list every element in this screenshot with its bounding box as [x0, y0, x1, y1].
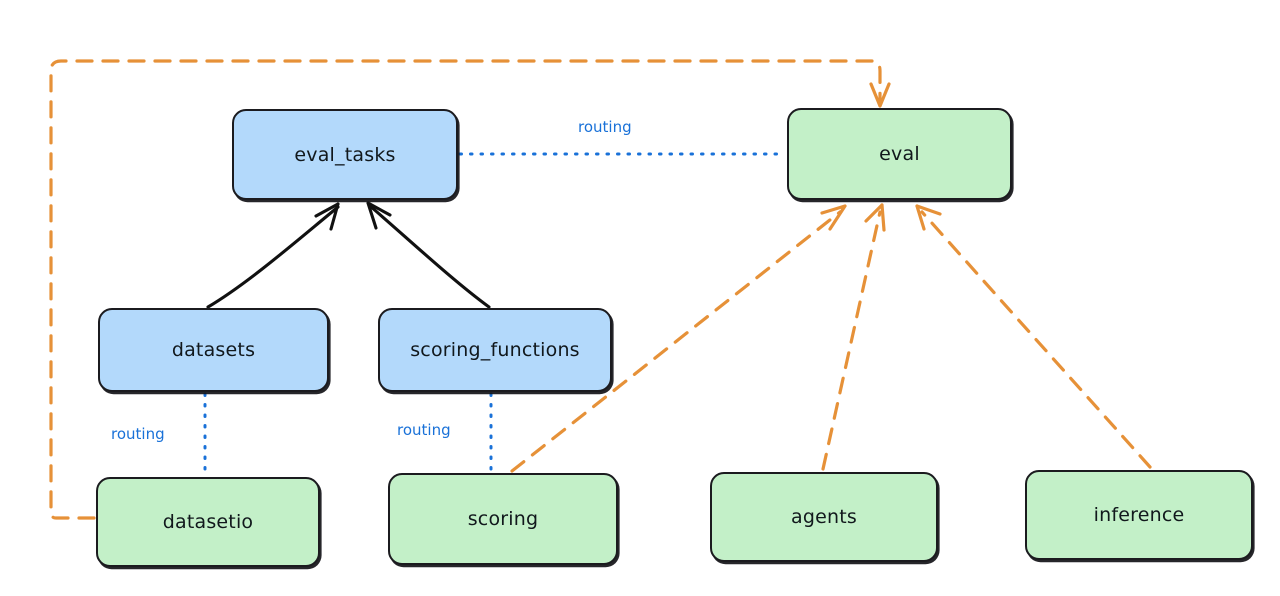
node-eval[interactable]: eval: [787, 108, 1012, 200]
edge-label-routing-scoring-functions-scoring: routing: [397, 421, 451, 439]
node-label: scoring_functions: [410, 339, 580, 361]
node-agents[interactable]: agents: [710, 472, 938, 562]
node-label: eval_tasks: [294, 143, 396, 166]
node-label: datasetio: [162, 511, 254, 533]
node-label: datasets: [171, 339, 256, 361]
node-inference[interactable]: inference: [1025, 470, 1253, 560]
node-scoring[interactable]: scoring: [388, 473, 618, 565]
edge-label-routing-eval-tasks-eval: routing: [578, 118, 632, 136]
node-eval-tasks[interactable]: eval_tasks: [232, 109, 458, 200]
node-label: scoring: [467, 508, 539, 530]
edge-datasetio-to-eval: [49, 59, 891, 520]
edge-label-routing-datasets-datasetio: routing: [111, 425, 165, 443]
edge-inference-to-eval: [915, 204, 1152, 469]
node-datasetio[interactable]: datasetio: [96, 477, 320, 567]
node-scoring-functions[interactable]: scoring_functions: [378, 308, 612, 392]
edge-agents-to-eval: [821, 203, 886, 471]
edge-datasets-to-eval_tasks: [206, 202, 340, 309]
edge-scoring_functions-to-eval_tasks: [366, 201, 491, 309]
node-label: eval: [879, 143, 920, 165]
node-datasets[interactable]: datasets: [98, 308, 329, 392]
node-label: inference: [1093, 504, 1185, 526]
node-label: agents: [791, 506, 857, 528]
